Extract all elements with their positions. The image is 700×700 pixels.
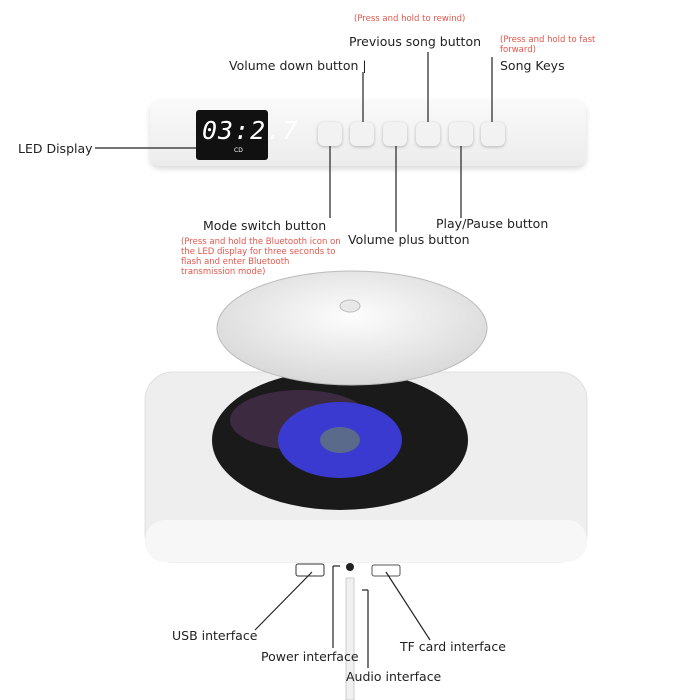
note-song-keys: (Press and hold to fast forward) [500, 35, 596, 55]
disc-hub [320, 427, 360, 453]
mode-button [318, 122, 342, 146]
label-usb: USB interface [172, 628, 258, 643]
lid [216, 270, 488, 386]
next-button [481, 122, 505, 146]
volume-plus-button [383, 122, 407, 146]
label-tf-card: TF card interface [400, 639, 506, 654]
volume-down-button [350, 122, 374, 146]
power-port [346, 563, 354, 571]
player-front-strip [145, 520, 587, 562]
led-time: 03:2.7 [202, 116, 299, 145]
label-led-display: LED Display [18, 141, 93, 156]
lid-knob [339, 299, 361, 313]
audio-cable [345, 577, 355, 700]
label-volume-down: Volume down button | [229, 58, 367, 73]
label-volume-plus: Volume plus button [348, 232, 470, 247]
play-pause-button [449, 122, 473, 146]
led-display: 03:2.7 CD [196, 110, 297, 160]
note-previous: (Press and hold to rewind) [354, 14, 466, 24]
note-mode-switch: (Press and hold the Bluetooth icon on th… [181, 237, 341, 277]
previous-button [416, 122, 440, 146]
label-mode-switch: Mode switch button [203, 218, 327, 233]
label-audio: Audio interface [346, 669, 442, 684]
tf-slot [371, 564, 401, 577]
label-song-keys: Song Keys [500, 58, 565, 73]
label-play-pause: Play/Pause button [436, 216, 549, 231]
leader-lines [95, 52, 493, 668]
usb-port [295, 563, 325, 577]
label-power: Power interface [261, 649, 359, 664]
label-previous-song: Previous song button [349, 34, 482, 49]
led-cd-indicator: CD [234, 147, 243, 154]
